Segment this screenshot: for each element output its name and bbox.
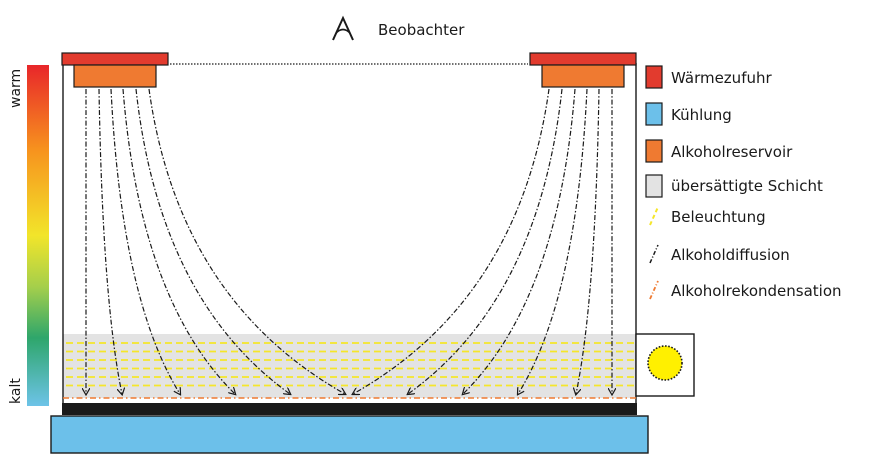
diffusion-arrow [98, 88, 122, 394]
diffusion-arrow [353, 88, 550, 394]
scale-warm-label: warm [8, 69, 24, 108]
legend-label-supersaturated: übersättigte Schicht [671, 177, 823, 195]
cooling-block [50, 415, 649, 454]
illumination-lines [66, 342, 640, 387]
legend-label-illumination: Beleuchtung [671, 208, 766, 226]
lamp-bulb-icon [647, 345, 683, 381]
cold-plate [62, 403, 637, 415]
diffusion-arrows [86, 88, 612, 394]
legend-label-recondensation: Alkoholrekondensation [671, 282, 842, 300]
temperature-scale-bar [27, 65, 49, 406]
diffusion-arrow [408, 88, 563, 394]
supersaturated-layer [63, 334, 636, 398]
legend: Wärmezufuhr Kühlung Alkoholreservoir übe… [645, 65, 842, 300]
legend-swatch-recondensation [649, 280, 659, 300]
diffusion-arrow [110, 88, 180, 394]
legend-label-heating: Wärmezufuhr [671, 69, 772, 87]
scale-cold-label: kalt [8, 378, 24, 404]
heater-left [61, 52, 169, 66]
legend-label-reservoir: Alkoholreservoir [671, 143, 793, 161]
heater-right [529, 52, 637, 66]
diffusion-arrow [122, 88, 235, 394]
legend-label-diffusion: Alkoholdiffusion [671, 246, 790, 264]
legend-swatch-reservoir [645, 139, 663, 163]
diffusion-arrow [518, 88, 588, 394]
alcohol-reservoir-right [541, 64, 625, 88]
diffusion-arrow [135, 88, 290, 394]
legend-swatch-cooling [645, 102, 663, 126]
legend-swatch-illumination [649, 206, 659, 226]
legend-swatch-heating [645, 65, 663, 89]
legend-swatch-diffusion [649, 244, 659, 264]
legend-swatch-supersaturated [645, 174, 663, 198]
diffusion-arrow [463, 88, 576, 394]
observer-eye-icon [332, 15, 354, 41]
alcohol-reservoir-left [73, 64, 157, 88]
diffusion-arrow [148, 88, 345, 394]
observer-label: Beobachter [378, 21, 465, 39]
legend-label-cooling: Kühlung [671, 106, 732, 124]
diffusion-arrow [576, 88, 600, 394]
